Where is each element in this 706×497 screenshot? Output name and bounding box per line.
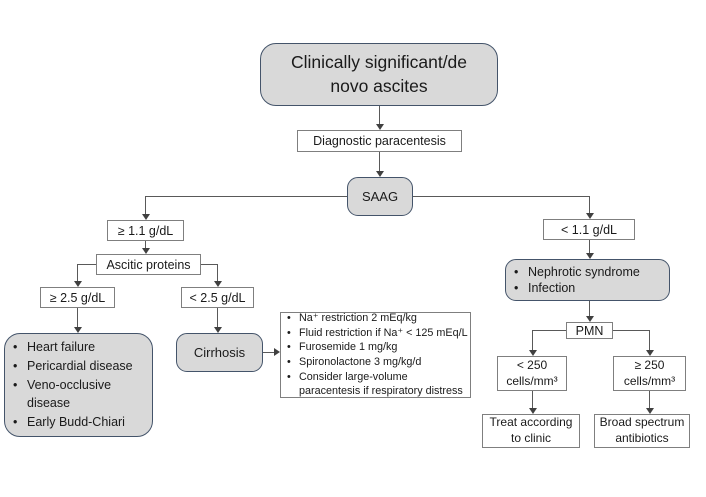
connector bbox=[379, 106, 380, 125]
node-pmn-low: < 250 cells/mm³ bbox=[497, 356, 567, 391]
connector bbox=[145, 196, 347, 197]
connector bbox=[532, 330, 566, 331]
node-saag: SAAG bbox=[347, 177, 413, 216]
connector bbox=[145, 196, 146, 215]
arrow-down-icon bbox=[646, 350, 654, 356]
arrow-down-icon bbox=[376, 171, 384, 177]
arrow-down-icon bbox=[214, 327, 222, 333]
list-item: Veno-occlusive disease bbox=[7, 376, 150, 414]
connector bbox=[649, 330, 650, 351]
node-protein-low: < 2.5 g/dL bbox=[181, 287, 254, 308]
list-item: Early Budd-Chiari bbox=[7, 413, 150, 432]
list-item: Consider large-volume paracentesis if re… bbox=[283, 370, 468, 399]
node-pmn-high: ≥ 250 cells/mm³ bbox=[613, 356, 686, 391]
arrow-down-icon bbox=[214, 281, 222, 287]
high-protein-causes-list: Heart failure Pericardial disease Veno-o… bbox=[7, 338, 150, 432]
list-item: Infection bbox=[508, 280, 667, 297]
connector bbox=[589, 240, 590, 254]
node-root-ascites: Clinically significant/de novo ascites bbox=[260, 43, 498, 106]
connector bbox=[217, 308, 218, 328]
connector bbox=[649, 391, 650, 409]
connector bbox=[201, 264, 218, 265]
node-high-protein-causes: Heart failure Pericardial disease Veno-o… bbox=[4, 333, 153, 437]
list-item: Heart failure bbox=[7, 338, 150, 357]
node-saag-low: < 1.1 g/dL bbox=[543, 219, 635, 240]
connector bbox=[613, 330, 649, 331]
connector bbox=[532, 330, 533, 351]
arrow-down-icon bbox=[74, 327, 82, 333]
arrow-down-icon bbox=[586, 316, 594, 322]
node-protein-high: ≥ 2.5 g/dL bbox=[40, 287, 115, 308]
connector bbox=[413, 196, 589, 197]
low-saag-causes-list: Nephrotic syndrome Infection bbox=[508, 264, 667, 297]
connector bbox=[532, 391, 533, 409]
node-treat-according-to-clinic: Treat according to clinic bbox=[482, 414, 580, 448]
connector bbox=[589, 196, 590, 214]
connector bbox=[589, 301, 590, 317]
node-diagnostic-paracentesis: Diagnostic paracentesis bbox=[297, 130, 462, 152]
arrow-down-icon bbox=[142, 214, 150, 220]
connector bbox=[77, 264, 96, 265]
list-item: Pericardial disease bbox=[7, 357, 150, 376]
arrow-down-icon bbox=[529, 408, 537, 414]
connector bbox=[77, 264, 78, 282]
connector bbox=[145, 241, 146, 250]
arrow-down-icon bbox=[529, 350, 537, 356]
node-cirrhosis-treatment: Na⁺ restriction 2 mEq/kg Fluid restricti… bbox=[280, 311, 471, 398]
node-low-saag-causes: Nephrotic syndrome Infection bbox=[505, 259, 670, 301]
node-pmn: PMN bbox=[566, 322, 613, 339]
node-cirrhosis: Cirrhosis bbox=[176, 333, 263, 372]
list-item: Spironolactone 3 mg/kg/d bbox=[283, 355, 468, 370]
connector bbox=[379, 152, 380, 172]
arrow-down-icon bbox=[586, 253, 594, 259]
connector bbox=[263, 352, 275, 353]
arrow-down-icon bbox=[646, 408, 654, 414]
connector bbox=[217, 264, 218, 282]
list-item: Nephrotic syndrome bbox=[508, 264, 667, 281]
arrow-down-icon bbox=[376, 124, 384, 130]
connector bbox=[77, 308, 78, 328]
node-ascitic-proteins: Ascitic proteins bbox=[96, 254, 201, 275]
node-broad-spectrum-antibiotics: Broad spectrum antibiotics bbox=[594, 414, 690, 448]
list-item: Na⁺ restriction 2 mEq/kg bbox=[283, 311, 468, 326]
arrow-down-icon bbox=[74, 281, 82, 287]
arrow-down-icon bbox=[142, 248, 150, 254]
arrow-down-icon bbox=[586, 213, 594, 219]
node-saag-high: ≥ 1.1 g/dL bbox=[107, 220, 184, 241]
arrow-right-icon bbox=[274, 348, 280, 356]
list-item: Furosemide 1 mg/kg bbox=[283, 340, 468, 355]
list-item: Fluid restriction if Na⁺ < 125 mEq/L bbox=[283, 326, 468, 341]
cirrhosis-treatment-list: Na⁺ restriction 2 mEq/kg Fluid restricti… bbox=[283, 311, 468, 398]
